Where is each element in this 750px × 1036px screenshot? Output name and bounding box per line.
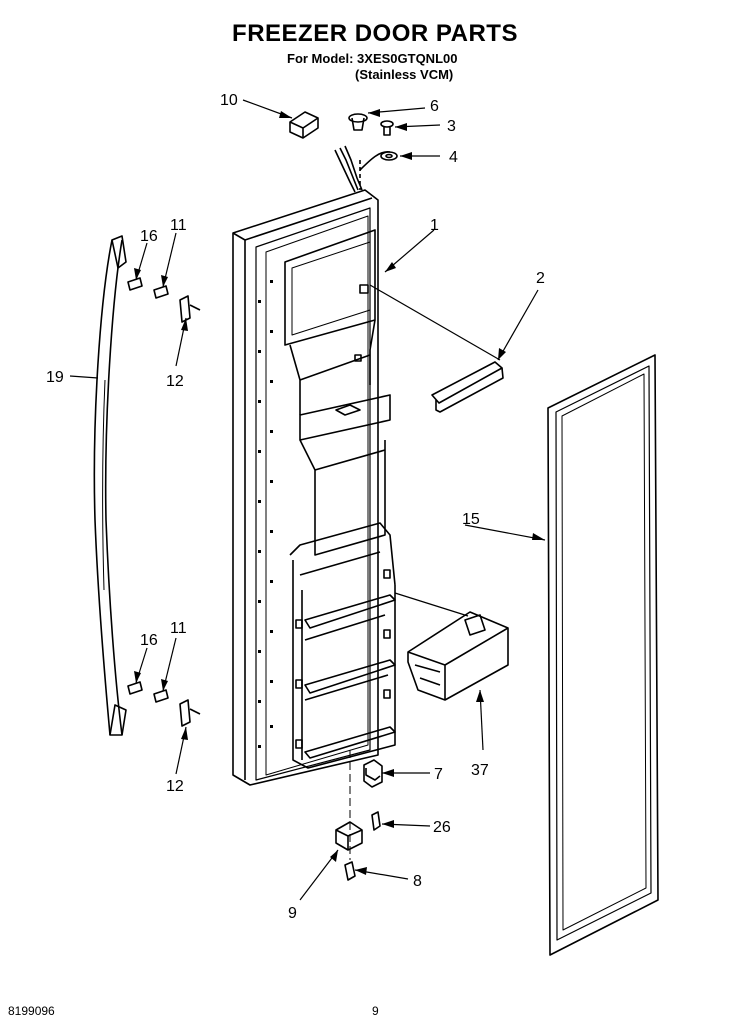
model-line: For Model: 3XES0GTQNL00 (287, 51, 458, 66)
callout-2: 2 (536, 270, 545, 287)
callout-26: 26 (433, 819, 451, 836)
part-7-hinge-pin (363, 759, 383, 788)
callout-10: 10 (220, 92, 238, 109)
callout-9: 9 (288, 905, 297, 922)
doc-number: 8199096 (8, 1004, 55, 1018)
page-number: 9 (372, 1004, 379, 1018)
part-10-hinge-cover (289, 111, 319, 139)
callout-3: 3 (447, 118, 456, 135)
part-26-screw (371, 811, 381, 831)
callout-37: 37 (471, 762, 489, 779)
part-15-door-gasket (547, 354, 659, 956)
page-title: FREEZER DOOR PARTS (232, 20, 518, 47)
callout-8: 8 (413, 873, 422, 890)
callout-16-upper: 16 (140, 228, 158, 245)
callout-19: 19 (46, 369, 64, 386)
part-4-washer (380, 151, 398, 161)
wiring-harness (334, 145, 391, 193)
callout-16-lower: 16 (140, 632, 158, 649)
part-19-door-handle (93, 235, 127, 736)
part-3-screw (380, 120, 394, 136)
callout-7: 7 (434, 766, 443, 783)
callout-1: 1 (430, 217, 439, 234)
part-37-ice-bin (407, 611, 509, 701)
part-6-bushing (348, 113, 368, 131)
part-8-screw (344, 861, 356, 881)
callout-12-lower: 12 (166, 778, 184, 795)
callout-11-lower: 11 (170, 620, 187, 637)
part-2-trim-rail (431, 361, 504, 413)
callout-11-upper: 11 (170, 217, 187, 234)
callout-12-upper: 12 (166, 373, 184, 390)
callout-4: 4 (449, 149, 458, 166)
variant-line: (Stainless VCM) (355, 67, 454, 82)
door-assembly (232, 189, 396, 786)
lower-handle-fasteners (127, 681, 201, 727)
callout-15: 15 (462, 511, 480, 528)
callout-6: 6 (430, 98, 439, 115)
part-9-lower-hinge (335, 821, 363, 851)
